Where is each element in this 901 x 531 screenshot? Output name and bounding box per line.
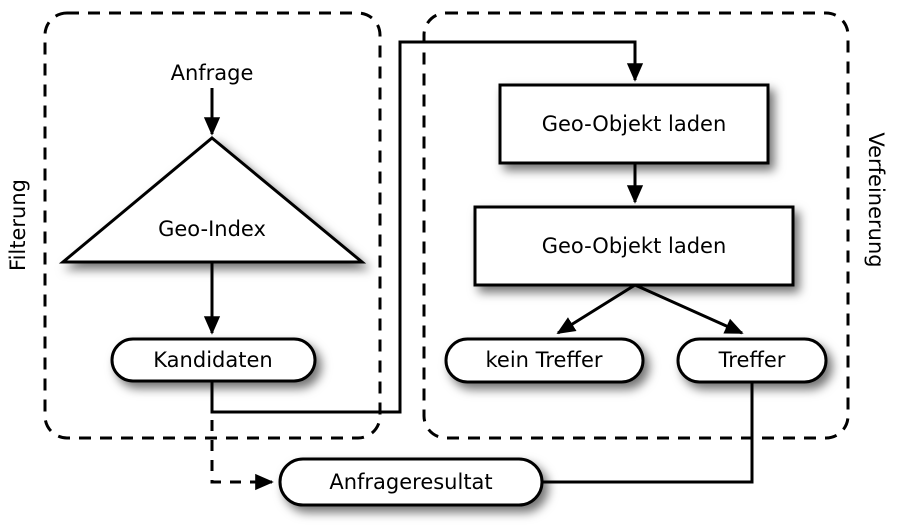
node-kein-treffer[interactable]: kein Treffer [444,337,645,384]
node-kandidaten[interactable]: Kandidaten [110,337,317,383]
node-anfrageresultat[interactable]: Anfrageresultat [278,457,544,507]
node-kandidaten-label: Kandidaten [153,348,272,372]
node-treffer[interactable]: Treffer [676,337,828,384]
node-anfrage: Anfrage [171,61,254,85]
node-anfrageresultat-label: Anfrageresultat [329,470,492,494]
node-kein-treffer-label: kein Treffer [485,348,602,372]
geo-objekt-laden-2-shape [473,205,795,287]
node-geo-index[interactable]: Geo-Index [58,136,367,264]
node-geo-objekt-laden-2[interactable]: Geo-Objekt laden [473,205,795,287]
node-geo-objekt-laden-2-label: Geo-Objekt laden [542,234,727,258]
node-treffer-label: Treffer [718,348,786,372]
node-geo-objekt-laden-1-label: Geo-Objekt laden [542,112,727,136]
treffer-shape [676,337,828,384]
node-geo-index-label: Geo-Index [158,217,266,241]
geo-index-triangle-shape [58,136,367,264]
node-geo-objekt-laden-1[interactable]: Geo-Objekt laden [498,83,770,165]
edge-geo-objekt-laden-2-to-kein-treffer [556,283,636,335]
edge-treffer-to-anfrageresultat [542,382,754,484]
edge-geo-objekt-laden-2-to-treffer [634,283,744,335]
edge-kandidaten-to-anfrageresultat [210,380,274,491]
group-verfeinerung-border [422,11,850,440]
node-anfrage-label: Anfrage [171,61,254,85]
group-filterung-border [43,11,382,440]
group-filterung: Filterung [6,11,382,440]
group-verfeinerung-label: Verfeinerung [864,132,888,267]
kandidaten-shape [110,337,317,383]
group-verfeinerung: Verfeinerung [422,11,888,440]
group-filterung-label: Filterung [6,179,30,271]
kein-treffer-shape [444,337,645,384]
anfrageresultat-shape [278,457,544,507]
geo-objekt-laden-1-shape [498,83,770,165]
